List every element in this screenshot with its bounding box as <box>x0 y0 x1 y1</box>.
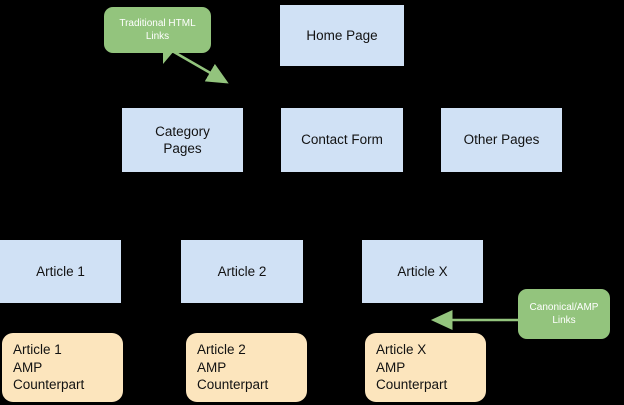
amp-line-2: AMP <box>376 359 406 375</box>
amp-line-3: Counterpart <box>13 377 85 393</box>
node-article-x-label: Article X <box>397 263 448 279</box>
callout-canonical-amp-links-text: Canonical/AMP Links <box>530 301 599 327</box>
node-article-1[interactable]: Article 1 <box>0 240 121 303</box>
node-contact-form[interactable]: Contact Form <box>281 108 403 172</box>
node-category-pages-line-2: Pages <box>163 141 202 156</box>
amp-line-1: Article 1 <box>13 341 62 357</box>
node-home-page-label: Home Page <box>306 27 378 43</box>
node-article-2-amp-text: Article 2 AMP Counterpart <box>197 341 268 395</box>
callout-canonical-amp-links[interactable]: Canonical/AMP Links <box>518 289 610 339</box>
amp-line-1: Article 2 <box>197 341 246 357</box>
node-other-pages-label: Other Pages <box>463 132 540 148</box>
amp-line-3: Counterpart <box>376 377 448 393</box>
node-article-2[interactable]: Article 2 <box>181 240 303 303</box>
callout-line-1: Canonical/AMP <box>529 301 599 313</box>
node-article-2-label: Article 2 <box>217 263 267 279</box>
callout-line-2: Links <box>145 31 170 42</box>
node-category-pages-line-1: Category <box>155 123 210 139</box>
node-article-x-amp-text: Article X AMP Counterpart <box>376 341 447 395</box>
node-article-x-amp-counterpart[interactable]: Article X AMP Counterpart <box>365 333 486 402</box>
arrow-traditional-html-links-to-category-pages <box>173 50 229 84</box>
node-contact-form-label: Contact Form <box>301 132 383 148</box>
node-article-1-label: Article 1 <box>36 263 85 279</box>
amp-line-1: Article X <box>376 341 427 357</box>
callout-line-1: Traditional HTML <box>119 17 196 29</box>
node-category-pages-label: Category Pages <box>155 123 210 158</box>
node-article-1-amp-counterpart[interactable]: Article 1 AMP Counterpart <box>2 333 123 402</box>
callout-traditional-html-links-text: Traditional HTML Links <box>119 17 195 43</box>
callout-traditional-html-links[interactable]: Traditional HTML Links <box>104 7 211 53</box>
amp-line-2: AMP <box>197 359 227 375</box>
node-home-page[interactable]: Home Page <box>280 5 404 66</box>
callout-line-2: Links <box>552 315 576 326</box>
callout-tail-icon <box>163 51 174 64</box>
node-other-pages[interactable]: Other Pages <box>441 108 562 172</box>
amp-line-2: AMP <box>13 359 43 375</box>
node-article-2-amp-counterpart[interactable]: Article 2 AMP Counterpart <box>186 333 307 402</box>
node-article-1-amp-text: Article 1 AMP Counterpart <box>13 341 84 395</box>
node-article-x[interactable]: Article X <box>362 240 483 303</box>
node-category-pages[interactable]: Category Pages <box>122 108 243 172</box>
amp-line-3: Counterpart <box>197 377 269 393</box>
